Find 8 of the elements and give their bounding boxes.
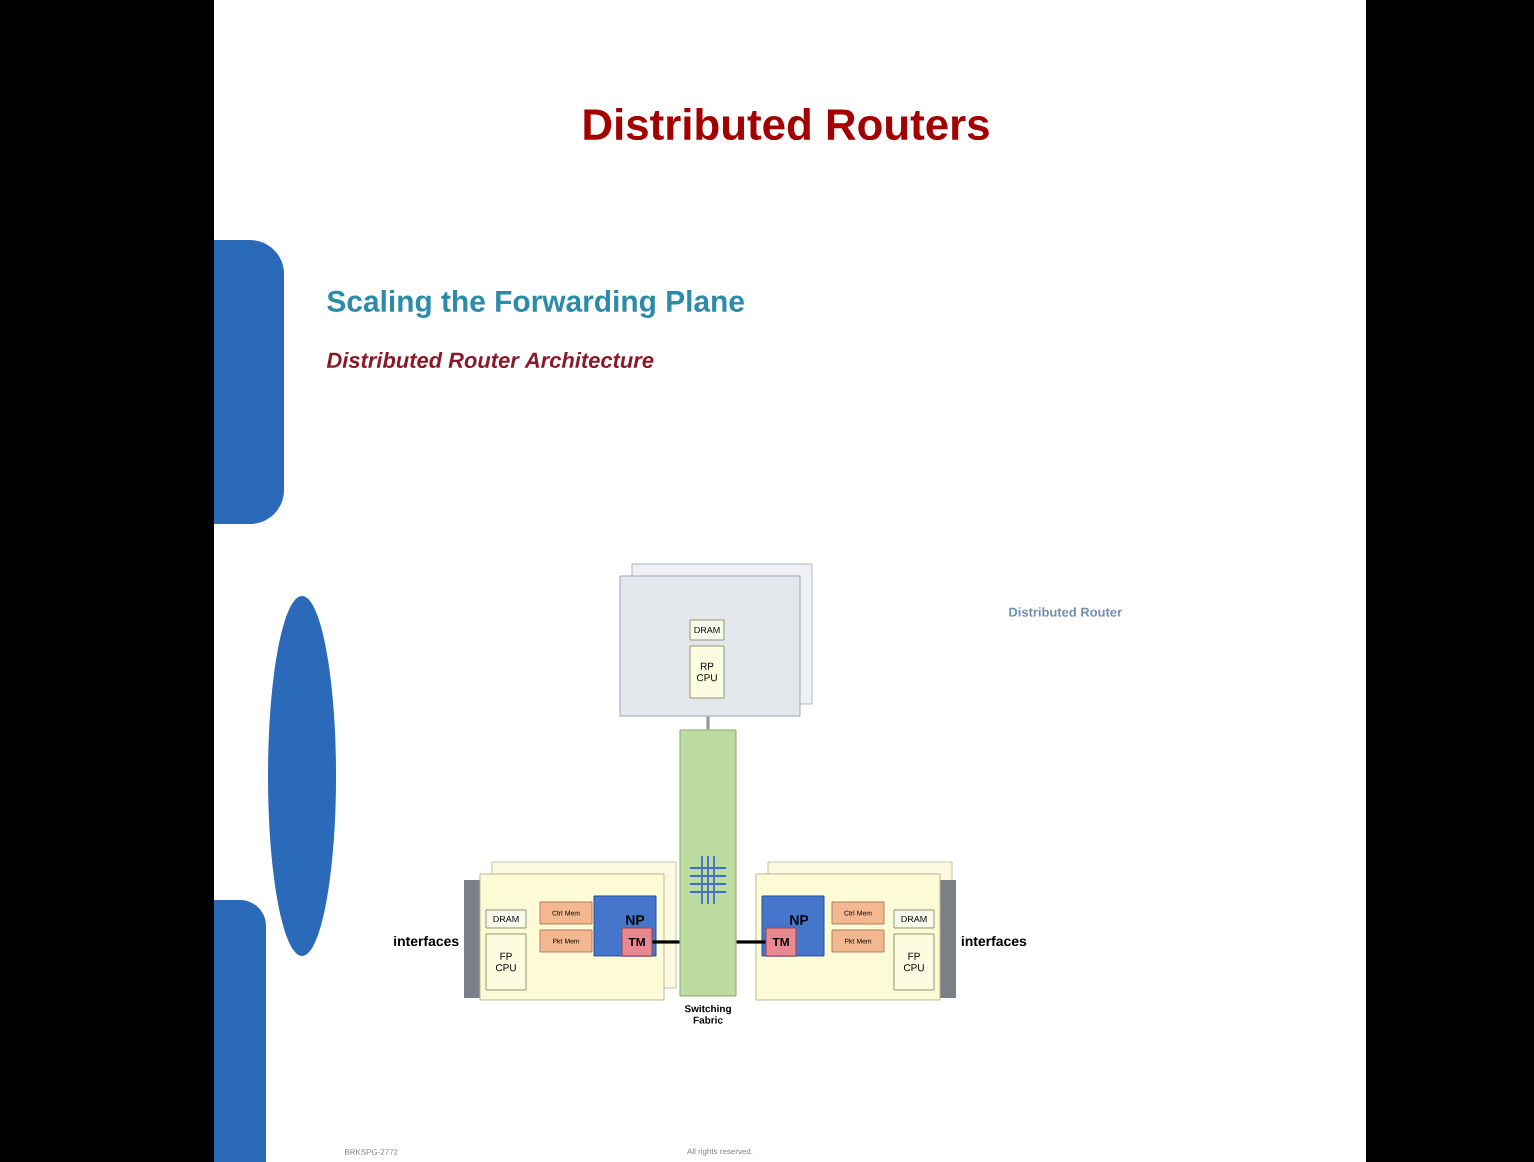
slide-title: Distributed Routers xyxy=(584,107,989,141)
switching-fabric xyxy=(679,729,737,997)
subtitle: Scaling the Forwarding Plane xyxy=(327,290,744,318)
subtitle: Distributed Router Architecture xyxy=(326,351,654,369)
rp-card xyxy=(619,575,801,717)
connector xyxy=(706,716,710,730)
connector xyxy=(736,940,766,944)
connector xyxy=(652,940,680,944)
